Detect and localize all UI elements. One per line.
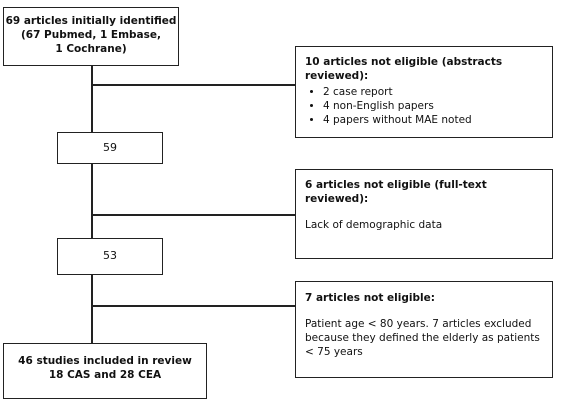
excluded-age-reason: Patient age < 80 years. 7 articles exclu…	[305, 318, 540, 358]
list-item: 4 non-English papers	[323, 99, 546, 113]
after-fulltext-count: 53	[103, 249, 117, 262]
identified-line1: 69 articles initially identified	[5, 15, 177, 27]
connector-abstracts	[91, 84, 295, 86]
excluded-age-box: 7 articles not eligible: Patient age < 8…	[295, 281, 553, 378]
excluded-age-title: 7 articles not eligible:	[305, 292, 435, 304]
identified-box: 69 articles initially identified (67 Pub…	[3, 7, 179, 66]
excluded-abstracts-title: 10 articles not eligible (abstracts revi…	[305, 56, 503, 82]
after-abstracts-box: 59	[57, 132, 163, 164]
after-fulltext-box: 53	[57, 238, 163, 275]
excluded-abstracts-list: 2 case report 4 non-English papers 4 pap…	[305, 85, 546, 127]
connector-fulltext	[91, 214, 295, 216]
included-line2: 18 CAS and 28 CEA	[48, 369, 162, 381]
identified-line2: (67 Pubmed, 1 Embase,	[20, 29, 161, 41]
excluded-fulltext-box: 6 articles not eligible (full-text revie…	[295, 169, 553, 259]
included-line1: 46 studies included in review	[18, 355, 192, 367]
after-abstracts-count: 59	[103, 141, 117, 154]
identified-line3: 1 Cochrane)	[55, 43, 127, 55]
list-item: 2 case report	[323, 85, 546, 99]
list-item: 4 papers without MAE noted	[323, 113, 546, 127]
excluded-fulltext-title: 6 articles not eligible (full-text revie…	[305, 179, 487, 205]
connector-age	[91, 305, 295, 307]
excluded-fulltext-reason: Lack of demographic data	[305, 219, 443, 231]
included-box: 46 studies included in review 18 CAS and…	[3, 343, 207, 399]
excluded-abstracts-box: 10 articles not eligible (abstracts revi…	[295, 46, 553, 138]
main-flow-line	[91, 66, 93, 343]
